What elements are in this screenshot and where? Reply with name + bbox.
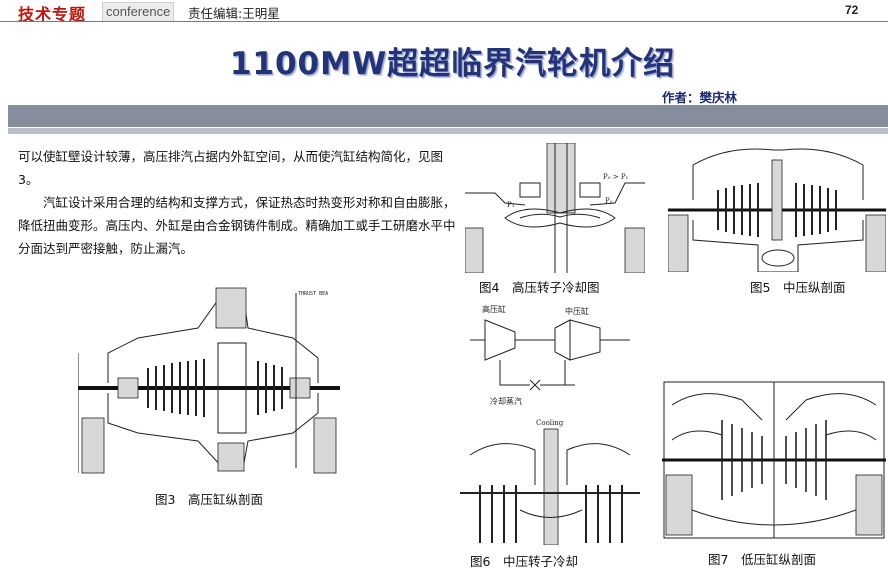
page-number: 72 [845, 3, 859, 17]
article-body: 可以使缸壁设计较薄，高压排汽占据内外缸空间，从而使汽缸结构简化，见图3。 汽缸设… [18, 145, 458, 260]
figure-3-caption: 图3 高压缸纵剖面 [155, 492, 263, 507]
article-title: 1100MW超超临界汽轮机介绍 [229, 46, 676, 82]
p1-label: P₁ [507, 201, 515, 209]
figure-3-hp-cylinder-section: THRUST BEA [78, 283, 340, 475]
hp-cylinder-label: 高压缸 [482, 304, 506, 314]
thrust-bearing-label: THRUST BEA [298, 291, 328, 297]
figure-5-ip-section [668, 140, 886, 272]
title-band-shadow [8, 128, 888, 134]
figure-6-cooling-schematic: 高压缸 中压缸 冷却蒸汽 [470, 300, 640, 410]
p0-label: P₀ [605, 197, 613, 205]
title-band [8, 105, 888, 127]
section-title-en: conference [102, 2, 175, 22]
figure-7-lp-cylinder-section [662, 380, 886, 540]
header-rule [0, 21, 888, 22]
figure-6-caption: 图6 中压转子冷却 [470, 554, 578, 569]
cooling-label: Cooling [536, 419, 564, 427]
editor-credit: 责任编辑:王明星 [188, 6, 280, 21]
figure-7-caption: 图7 低压缸纵剖面 [708, 552, 816, 567]
cooling-steam-label: 冷却蒸汽 [490, 396, 522, 406]
figure-5-caption: 图5 中压纵剖面 [750, 280, 846, 295]
article-author: 作者：樊庆林 [662, 90, 738, 105]
figure-4-hp-rotor-cooling: P₁ P₀ > P₁ P₀ [465, 143, 645, 273]
figure-6-ip-rotor-cooling: Cooling [460, 415, 640, 545]
paragraph-1: 可以使缸壁设计较薄，高压排汽占据内外缸空间，从而使汽缸结构简化，见图3。 [18, 149, 444, 187]
section-title-cn: 技术专题 [18, 5, 87, 24]
p0-gt-p1-label: P₀ > P₁ [603, 173, 629, 181]
figure-4-caption: 图4 高压转子冷却图 [479, 280, 600, 295]
section-brand: 技术专题 conference [10, 0, 175, 24]
page-header: 技术专题 conference 责任编辑:王明星 72 [0, 0, 888, 24]
paragraph-2: 汽缸设计采用合理的结构和支撑方式，保证热态时热变形对称和自由膨胀，降低扭曲变形。… [18, 195, 456, 256]
ip-cylinder-label: 中压缸 [565, 306, 589, 316]
